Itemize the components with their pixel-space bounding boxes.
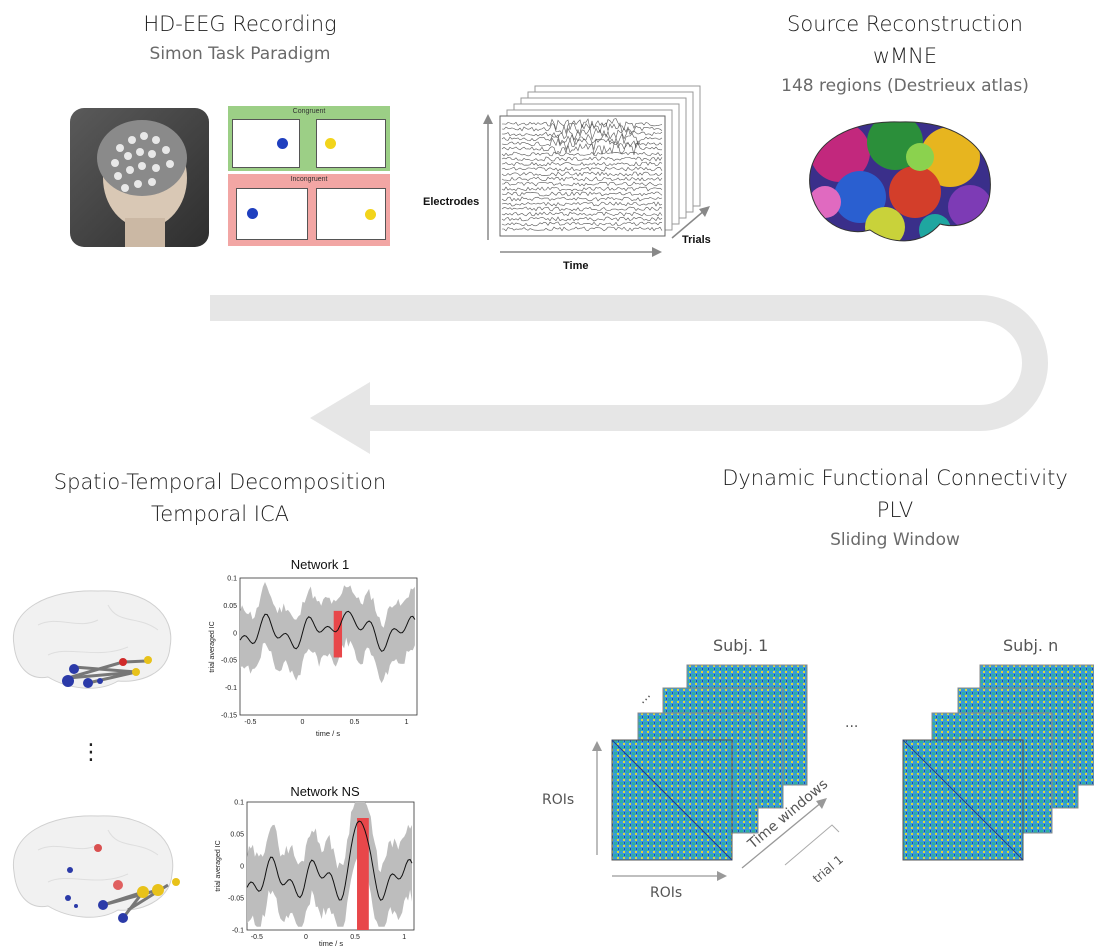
incongruent-panel: Incongruent (228, 174, 390, 246)
x-tick-label: 1 (405, 719, 409, 726)
glass-brain-network-ns (12, 815, 180, 923)
incongruent-label: Incongruent (290, 176, 328, 183)
x-tick-label: 1 (402, 934, 406, 941)
y-tick-label: -0.1 (225, 685, 237, 692)
network-1-ylabel: trial averaged IC (209, 621, 216, 672)
eeg-trace (501, 176, 663, 182)
congruent-screen-left (232, 119, 300, 168)
y-tick-label: 0.05 (223, 603, 237, 610)
eeg-trace (501, 156, 663, 162)
eeg-trace (501, 221, 663, 227)
eeg-head-photo (70, 108, 209, 247)
yellow-stimulus (325, 138, 336, 149)
eeg-trace (501, 166, 663, 172)
eeg-trace (501, 216, 663, 222)
yellow-stimulus (365, 209, 376, 220)
network-1-title: Network 1 (291, 557, 350, 572)
rois-x-label: ROIs (650, 885, 683, 901)
x-tick-label: 0 (301, 719, 305, 726)
eeg-trace (501, 122, 663, 135)
x-tick-label: 0.5 (350, 719, 360, 726)
y-tick-label: -0.05 (228, 896, 244, 903)
network-ns-xlabel: time / s (319, 939, 343, 948)
glass-brain-network-1 (12, 590, 172, 689)
electrodes-label: Electrodes (423, 196, 480, 208)
eeg-subtitle: Simon Task Paradigm (149, 44, 331, 64)
eeg-trace (501, 151, 663, 157)
x-tick-label: 0 (304, 934, 308, 941)
eeg-trace (502, 226, 663, 232)
network-ns-ylabel: trial averaged IC (215, 840, 222, 891)
network-ns-plot: Network NS 0.1 0.05 0 -0.05 -0.1 -0.5 0 0.5 1 t… (215, 784, 415, 948)
brain-atlas-image (809, 121, 991, 242)
y-tick-label: 0 (233, 630, 237, 637)
eeg-trace (501, 137, 663, 151)
eeg-trace (501, 171, 663, 177)
subjn-label: Subj. n (1003, 636, 1059, 655)
ica-title: Spatio-Temporal Decomposition (53, 470, 387, 494)
source-method: wMNE (872, 44, 938, 68)
eeg-trace-stack (483, 85, 710, 257)
blue-stimulus (247, 208, 258, 219)
subjects-ellipsis: ... (845, 715, 859, 731)
y-tick-label: -0.15 (221, 713, 237, 720)
network-1-plot: Network 1 0.1 0.05 0 -0.05 -0.1 -0.15 -0.5 0 0.… (209, 557, 418, 738)
congruent-panel: Congruent (228, 106, 390, 171)
significant-window (333, 610, 343, 658)
y-tick-label: 0.1 (227, 576, 237, 583)
source-title: Source Reconstruction (787, 12, 1023, 36)
dfc-method: PLV (876, 498, 914, 522)
network-ns-title: Network NS (290, 784, 360, 799)
eeg-trace (501, 161, 663, 167)
y-tick-label: -0.1 (232, 928, 244, 935)
x-tick-label: -0.5 (251, 934, 263, 941)
x-tick-label: 0.5 (350, 934, 360, 941)
subj1-label: Subj. 1 (713, 636, 769, 655)
incongruent-screen-left (236, 188, 308, 240)
trials-label: Trials (682, 234, 711, 246)
eeg-trace (501, 142, 662, 156)
eeg-trace (501, 201, 663, 207)
confidence-band (240, 582, 415, 684)
eeg-trace (501, 206, 663, 212)
y-tick-label: 0 (240, 864, 244, 871)
ica-method: Temporal ICA (150, 502, 290, 526)
eeg-trace (501, 191, 663, 197)
network-1-xlabel: time / s (316, 729, 340, 738)
y-tick-label: 0.05 (230, 832, 244, 839)
source-detail: 148 regions (Destrieux atlas) (781, 76, 1029, 96)
eeg-trace (501, 127, 663, 141)
eeg-title: HD-EEG Recording (143, 12, 337, 36)
eeg-trace (502, 118, 663, 131)
mean-line (246, 820, 413, 901)
eeg-trace (501, 133, 663, 146)
mean-line (239, 610, 416, 652)
y-tick-label: 0.1 (234, 800, 244, 807)
congruent-screen-right (316, 119, 386, 168)
rois-y-label: ROIs (542, 792, 575, 808)
congruent-label: Congruent (292, 108, 326, 115)
dfc-detail: Sliding Window (830, 530, 960, 550)
connectivity-matrix-stacks (592, 664, 1094, 881)
incongruent-screen-right (316, 188, 386, 240)
y-tick-label: -0.05 (221, 658, 237, 665)
eeg-trace (501, 186, 663, 192)
vertical-ellipsis: ⋮ (80, 740, 102, 765)
dfc-title: Dynamic Functional Connectivity (722, 466, 1068, 490)
eeg-trace (501, 196, 663, 202)
confidence-band (247, 802, 412, 927)
significant-window (357, 818, 369, 930)
blue-stimulus (277, 138, 288, 149)
time-label: Time (563, 260, 589, 272)
eeg-trace (501, 211, 663, 217)
x-tick-label: -0.5 (244, 719, 256, 726)
eeg-trace (501, 181, 663, 187)
